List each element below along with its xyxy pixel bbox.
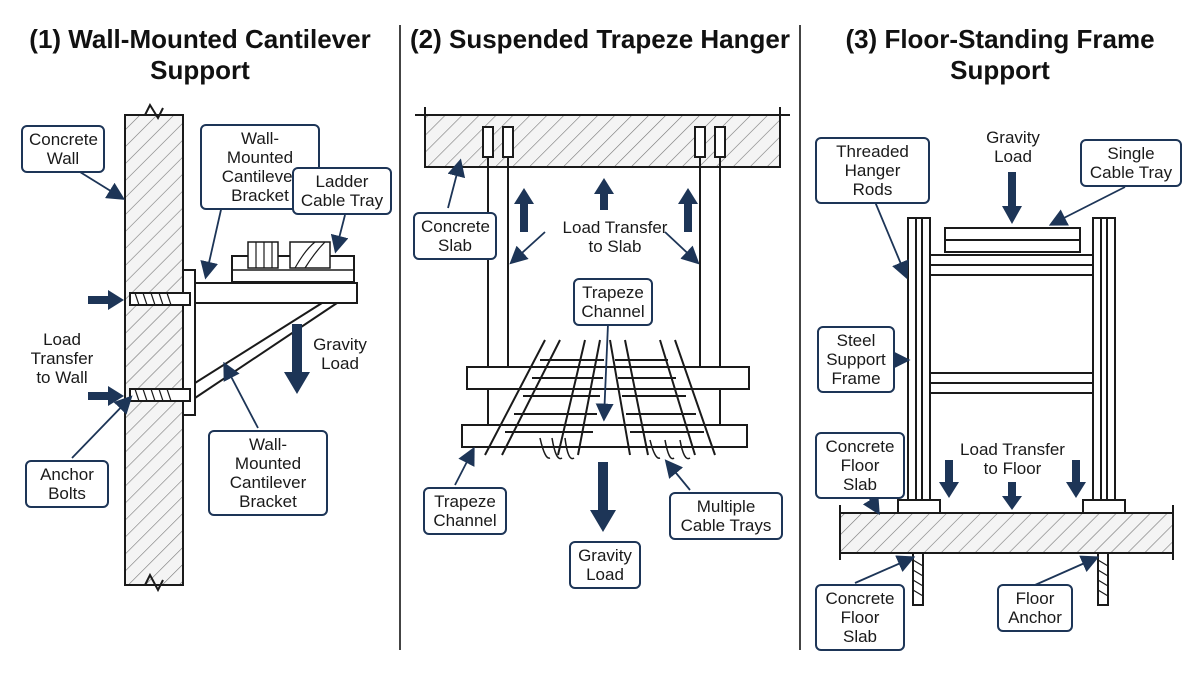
steel-frame-beams: [929, 254, 1094, 394]
panel3-drawing: [839, 172, 1174, 606]
label-floor-slab-bottom: Concrete Floor Slab: [815, 584, 905, 651]
concrete-wall: [124, 102, 184, 593]
label-concrete-wall: Concrete Wall: [21, 125, 105, 173]
label-anchor-bolts: Anchor Bolts: [25, 460, 109, 508]
floor-slab: [839, 505, 1174, 560]
label-floor-slab-top: Concrete Floor Slab: [815, 432, 905, 499]
panel2-title: (2) Suspended Trapeze Hanger: [410, 24, 790, 54]
label-bracket-bottom: Wall-Mounted Cantilever Bracket: [208, 430, 328, 516]
label-gravity-load-1: Gravity Load: [313, 335, 367, 373]
concrete-slab: [415, 107, 790, 168]
steel-frame-columns: [907, 217, 1116, 514]
label-load-transfer-floor: Load Transfer to Floor: [960, 440, 1065, 478]
label-floor-anchor: Floor Anchor: [997, 584, 1073, 632]
gravity-load-arrow-panel2: [590, 462, 616, 532]
base-plates-and-anchors: [897, 499, 1126, 606]
panel1-drawing: [71, 102, 358, 593]
label-threaded-rods: Threaded Hanger Rods: [815, 137, 930, 204]
label-trapeze-channel-top: Trapeze Channel: [573, 278, 653, 326]
single-cable-tray-frame: [944, 227, 1081, 253]
load-transfer-arrows-slab: [514, 178, 698, 232]
panel2-drawing: [415, 107, 790, 532]
gravity-load-arrow-panel1: [284, 324, 310, 394]
label-gravity-load-3: Gravity Load: [986, 128, 1040, 166]
panel2-leaders: [447, 158, 700, 491]
ladder-cable-tray: [231, 241, 355, 283]
gravity-load-arrow-panel3: [1002, 172, 1022, 224]
anchor-bolts: [129, 292, 191, 402]
cable-trays-trapeze: [484, 339, 716, 460]
label-multiple-trays: Multiple Cable Trays: [669, 492, 783, 540]
label-trapeze-channel-bottom: Trapeze Channel: [423, 487, 507, 535]
label-concrete-slab: Concrete Slab: [413, 212, 497, 260]
panel3-title: (3) Floor-Standing Frame Support: [845, 24, 1155, 85]
label-load-transfer-wall: Load Transfer to Wall: [30, 330, 94, 387]
panel1-leaders: [71, 171, 349, 459]
label-ladder-tray: Ladder Cable Tray: [292, 167, 392, 215]
label-gravity-load-2: Gravity Load: [569, 541, 641, 589]
label-load-transfer-slab: Load Transfer to Slab: [562, 218, 668, 256]
load-transfer-arrows-floor: [939, 460, 1086, 510]
label-steel-frame: Steel Support Frame: [817, 326, 895, 393]
label-single-tray: Single Cable Tray: [1080, 139, 1182, 187]
bracket-wall-plate: [182, 269, 196, 416]
panel1-title: (1) Wall-Mounted Cantilever Support: [29, 24, 371, 85]
